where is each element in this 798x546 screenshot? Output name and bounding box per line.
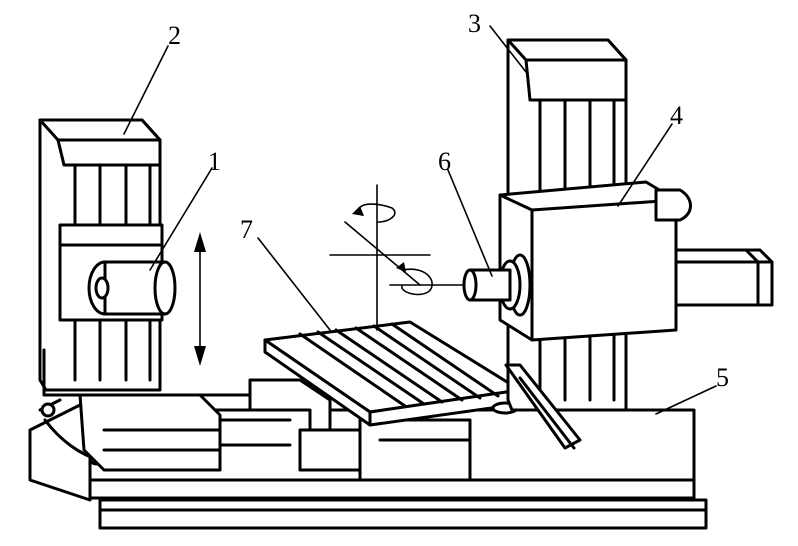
headstock [498, 180, 774, 342]
callout-1: 1 [208, 147, 221, 176]
spindle [462, 253, 532, 317]
callout-3: 3 [468, 9, 481, 38]
callout-4: 4 [670, 101, 683, 130]
callout-2: 2 [168, 21, 181, 50]
left-saddle [78, 393, 222, 472]
worktable [263, 320, 522, 427]
vertical-motion-arrow [194, 232, 206, 366]
cross-slide [218, 378, 472, 482]
leader-lines [123, 25, 717, 415]
callout-6: 6 [438, 147, 451, 176]
callout-5: 5 [716, 363, 729, 392]
rotation-axes [329, 184, 469, 331]
rear-support-block [87, 260, 177, 316]
column-slide [504, 363, 582, 450]
callout-7: 7 [240, 215, 253, 244]
rear-column [38, 118, 164, 397]
